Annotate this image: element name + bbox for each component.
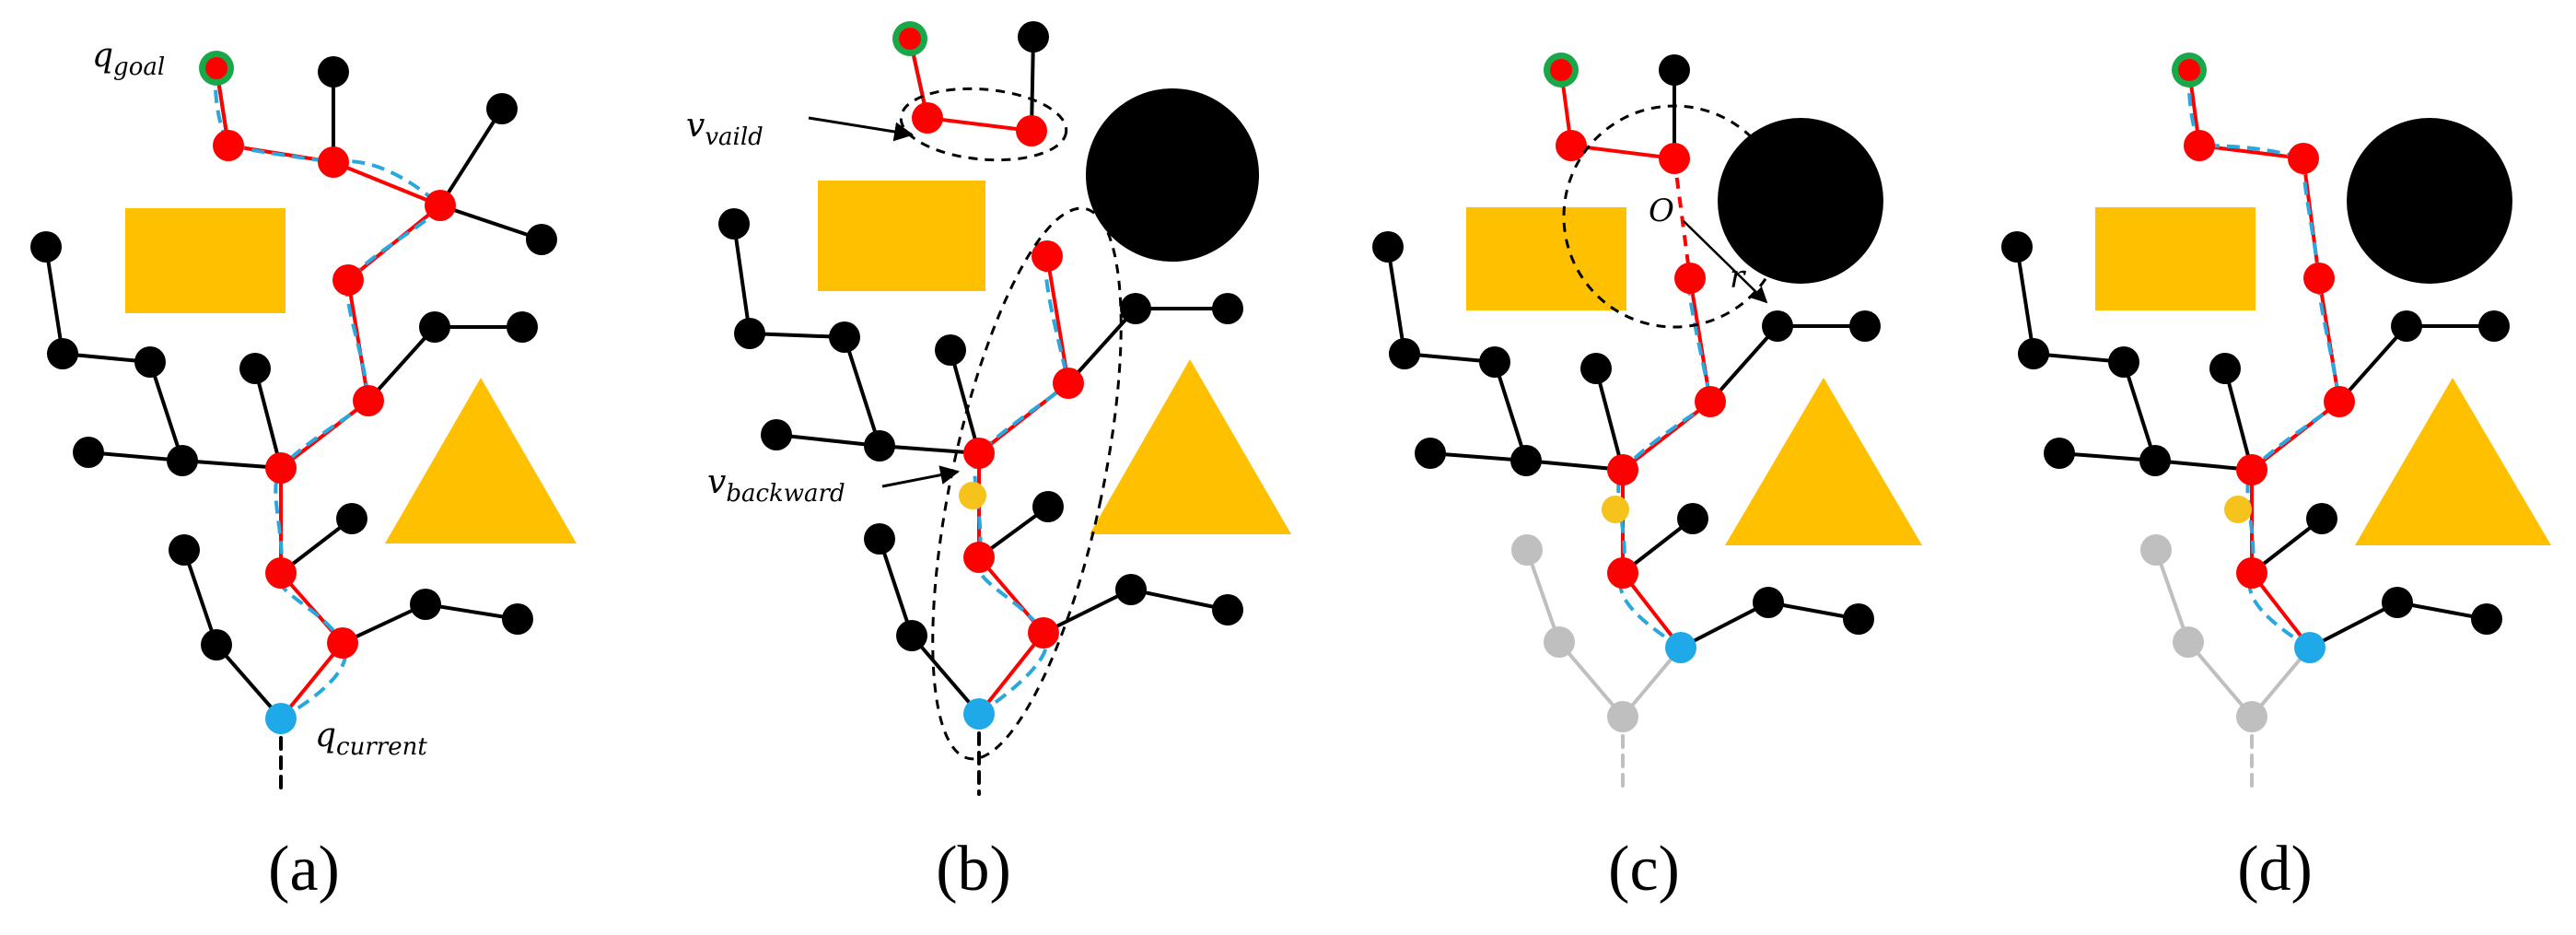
tree-nodes (2001, 231, 2510, 635)
radius-label: r (1730, 259, 1746, 296)
radius-arrow (1683, 220, 1768, 304)
backward-node (959, 482, 986, 509)
path-nodes (1556, 130, 1726, 589)
panel-b: vvaild vbackward (b) (686, 21, 1291, 905)
panel-label-d: (d) (2237, 834, 2313, 905)
pruned-nodes (1511, 534, 1638, 732)
round-obstacle (1086, 88, 1259, 262)
panel-label-b: (b) (936, 834, 1011, 905)
rect-obstacle (125, 208, 286, 313)
smoothed-path (213, 67, 443, 720)
triangle-obstacle (1725, 378, 1922, 545)
rect-obstacle (2095, 207, 2255, 310)
triangle-obstacle (2355, 378, 2551, 545)
panel-label-c: (c) (1608, 834, 1680, 905)
path-nodes (2184, 130, 2355, 589)
q-goal-label: qgoal (92, 37, 165, 81)
goal-node (199, 51, 234, 86)
round-obstacle (2347, 118, 2512, 284)
panel-d: (d) (2001, 53, 2551, 905)
valid-arrow (808, 116, 915, 142)
solution-path (908, 38, 1071, 716)
valid-set-ellipse (899, 87, 1068, 162)
pruned-nodes (2140, 534, 2267, 732)
backward-node (1602, 496, 1629, 523)
pruned-branch (1525, 548, 1683, 792)
path-nodes (213, 130, 456, 659)
search-radius-circle (1562, 104, 1787, 329)
v-backward-label: vbackward (707, 463, 845, 508)
pruned-branch (2154, 548, 2312, 792)
panel-c: O r (c) (1372, 53, 1922, 905)
panel-a: qgoal qcurrent (a) (30, 37, 577, 905)
backward-node (2224, 496, 2252, 523)
center-label: O (1649, 193, 1674, 229)
triangle-obstacle (1090, 359, 1291, 534)
solution-path (2187, 69, 2342, 649)
goal-node (2172, 53, 2207, 88)
backward-arrow (881, 465, 961, 488)
rect-obstacle (1466, 207, 1626, 310)
backward-set-ellipse (931, 206, 1123, 761)
round-obstacle (1718, 118, 1883, 284)
current-node (2294, 632, 2325, 663)
tree-nodes (30, 56, 557, 660)
triangle-obstacle (385, 378, 577, 543)
path-nodes (912, 102, 1084, 649)
goal-node (892, 21, 927, 56)
current-node (265, 703, 297, 734)
rect-obstacle (818, 181, 985, 291)
tree-nodes (1372, 54, 1881, 635)
tree-nodes (718, 21, 1243, 651)
v-vaild-label: vvaild (686, 107, 763, 151)
current-node (1665, 632, 1696, 663)
goal-node (1544, 53, 1579, 88)
q-current-label: qcurrent (315, 717, 427, 761)
current-node (963, 698, 995, 730)
smoothed-path (973, 255, 1071, 716)
panel-label-a: (a) (268, 834, 340, 905)
